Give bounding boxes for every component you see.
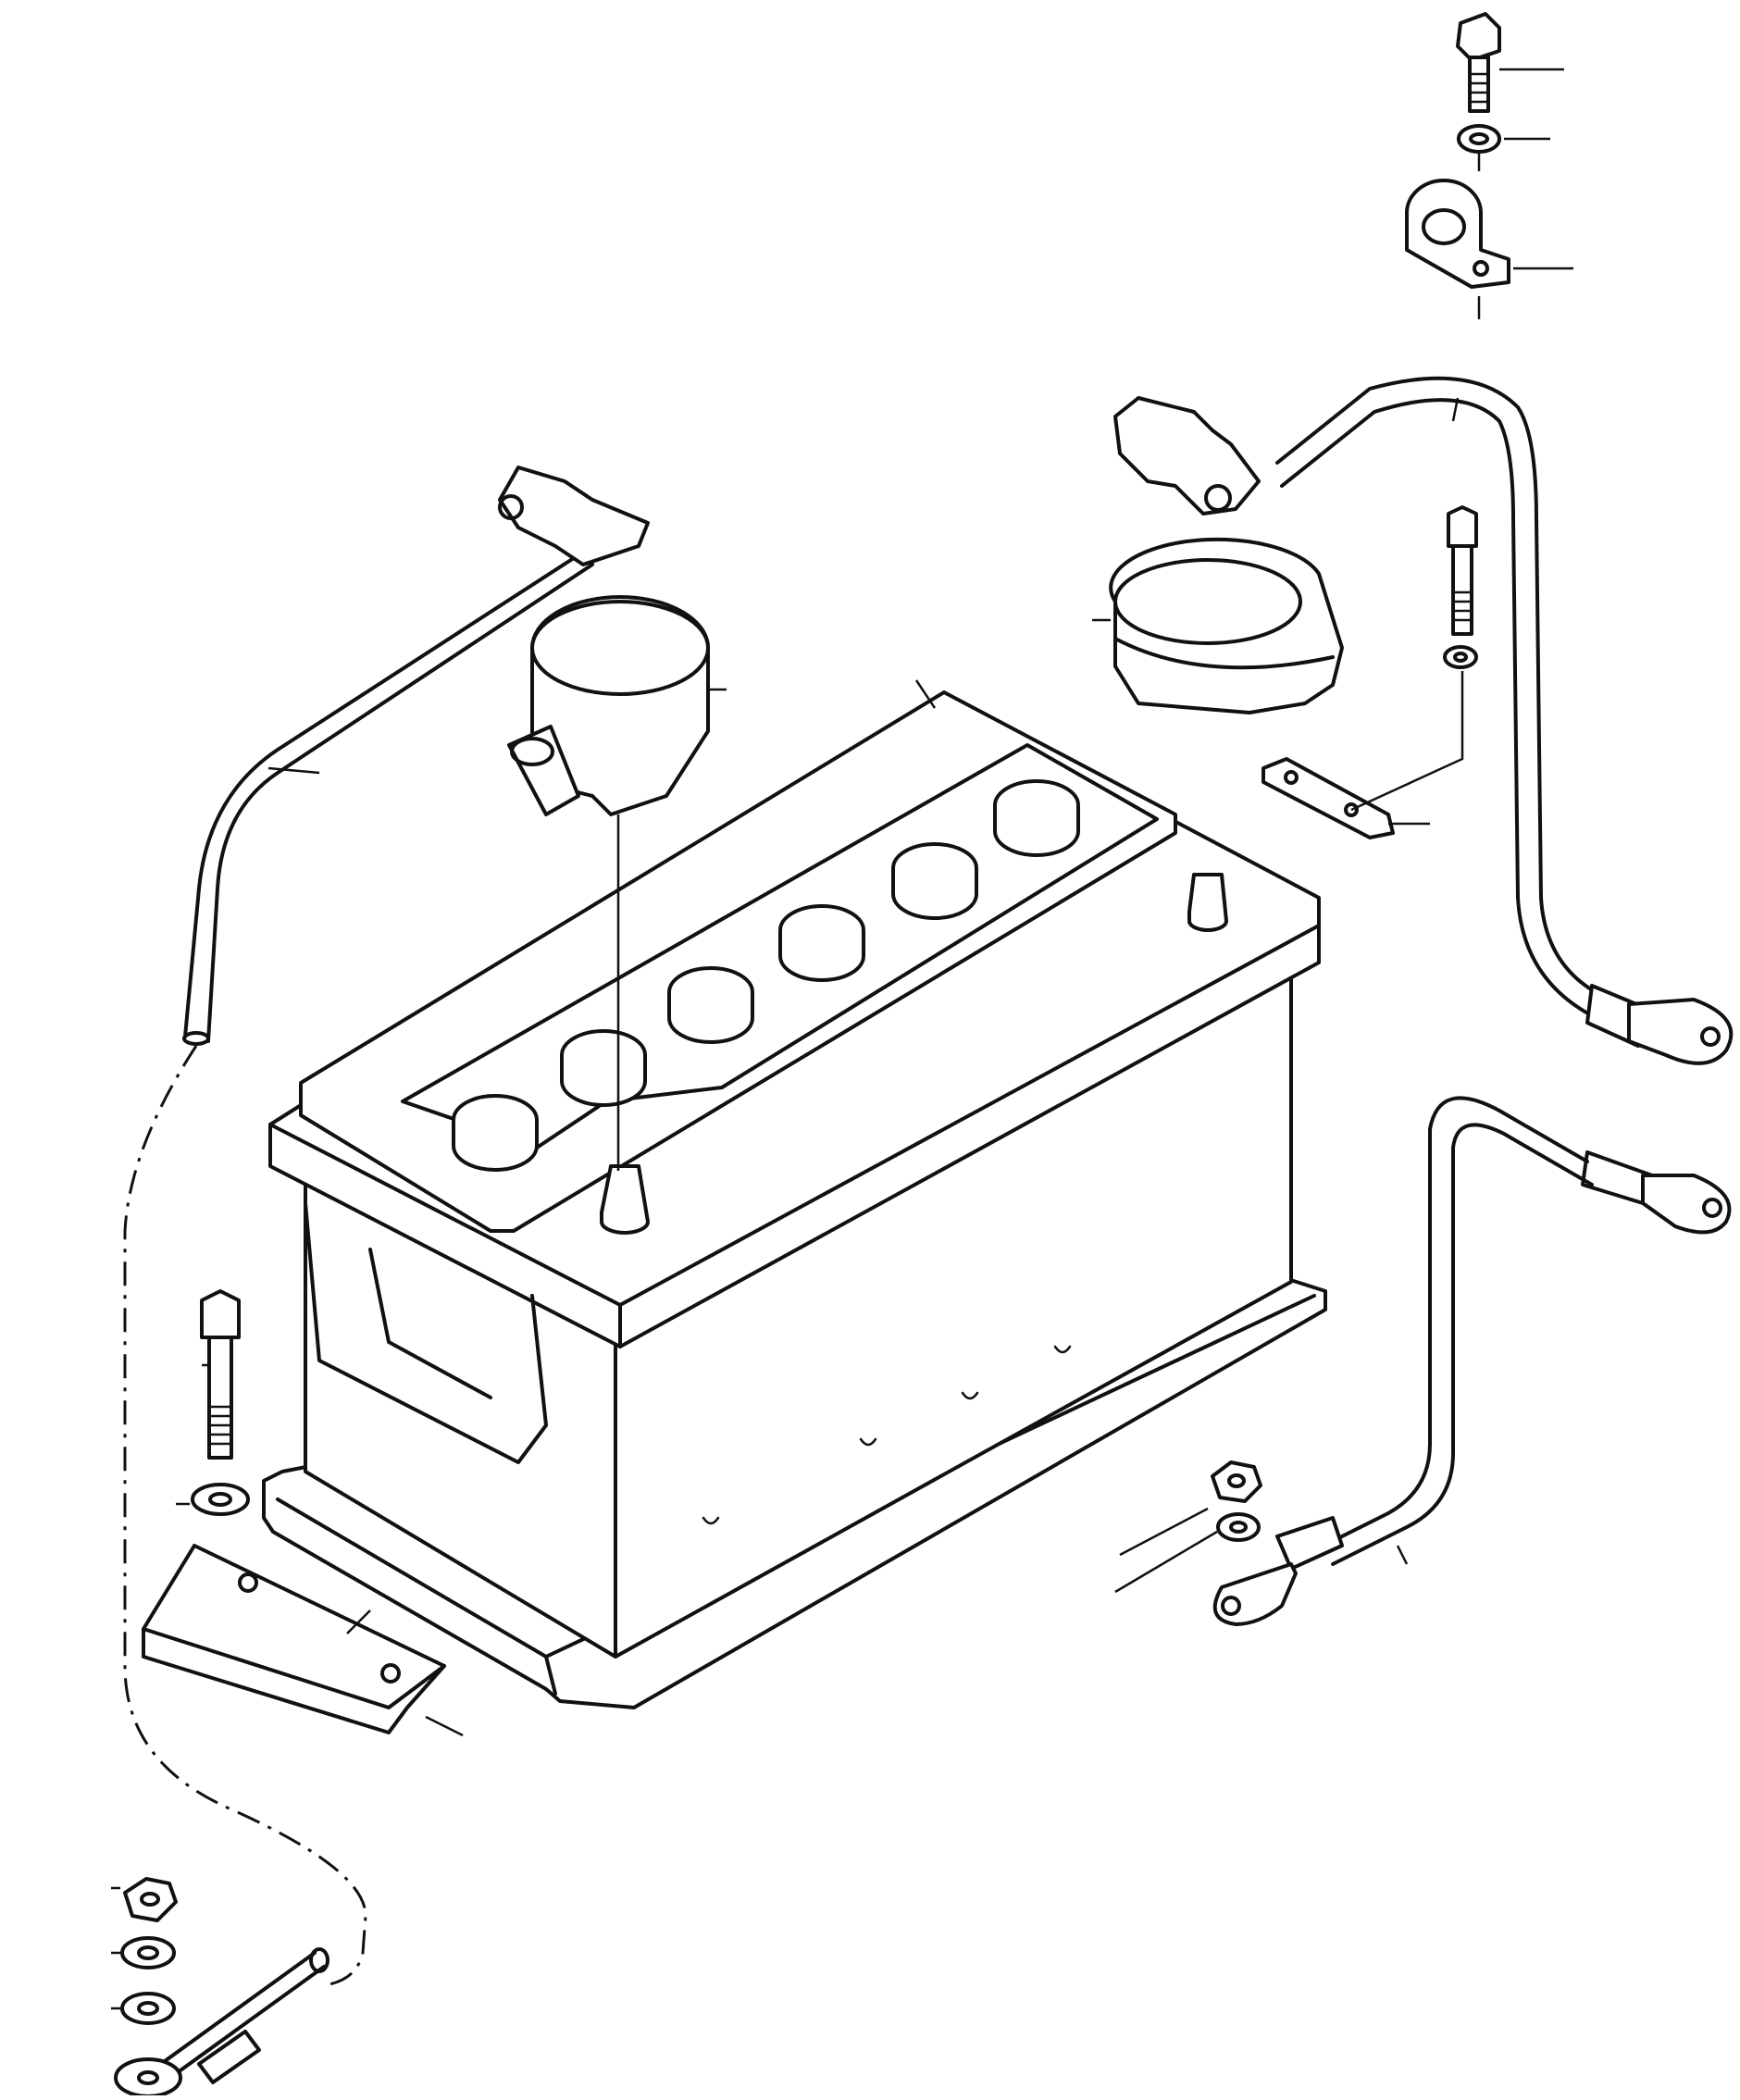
cable-clip-plate [1262, 757, 1395, 839]
washer-right [1443, 645, 1478, 669]
bolt-left [200, 1289, 241, 1460]
nut-right [1211, 1460, 1262, 1503]
positive-cable [1113, 376, 1734, 1065]
lock-washer-left [120, 1936, 176, 1970]
battery [262, 690, 1327, 1709]
washer-top [1457, 124, 1501, 154]
negative-cable-end [114, 1947, 329, 2098]
bolt-right [1447, 505, 1478, 636]
cable-clip [1405, 179, 1510, 289]
ground-cable [1212, 1096, 1732, 1626]
battery-vent-caps [452, 779, 1080, 1172]
washer-left [191, 1483, 250, 1516]
lock-washer-right [1216, 1512, 1261, 1542]
negative-cable [182, 466, 650, 1046]
negative-cable-route [123, 1045, 367, 1987]
negative-terminal-cover [507, 595, 710, 816]
bolt-top [1456, 12, 1501, 113]
hold-down-clamp [142, 1544, 446, 1734]
leader-lines [111, 68, 1573, 2010]
battery-handle [304, 1201, 548, 1464]
positive-post [1187, 873, 1228, 932]
negative-post [600, 1164, 650, 1235]
positive-terminal-cover [1109, 537, 1344, 714]
washer-bottom-left [120, 1992, 176, 2025]
nut-left [123, 1877, 178, 1922]
